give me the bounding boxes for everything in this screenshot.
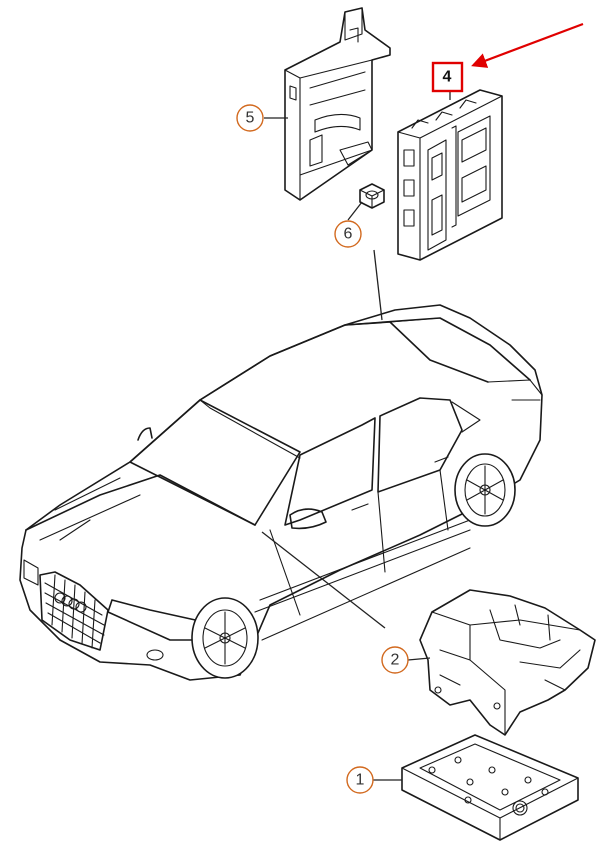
callout-1[interactable]: 1 bbox=[346, 766, 374, 794]
callout-5-label: 5 bbox=[246, 110, 255, 127]
car-illustration bbox=[19, 304, 543, 681]
callout-2-label: 2 bbox=[391, 652, 400, 669]
callout-5[interactable]: 5 bbox=[236, 104, 264, 132]
control-module bbox=[397, 89, 503, 261]
base-plate bbox=[401, 734, 579, 841]
highlight-arrow bbox=[471, 22, 584, 68]
callout-4[interactable]: 4 bbox=[431, 61, 464, 93]
leader-lines bbox=[261, 91, 451, 781]
mounting-bracket bbox=[284, 7, 391, 201]
callout-6-label: 6 bbox=[344, 226, 353, 243]
callout-4-label: 4 bbox=[443, 69, 452, 86]
callout-1-label: 1 bbox=[356, 772, 365, 789]
hex-nut bbox=[359, 183, 385, 209]
holder-frame bbox=[419, 589, 596, 736]
callout-2[interactable]: 2 bbox=[381, 646, 409, 674]
callout-6[interactable]: 6 bbox=[334, 220, 362, 248]
